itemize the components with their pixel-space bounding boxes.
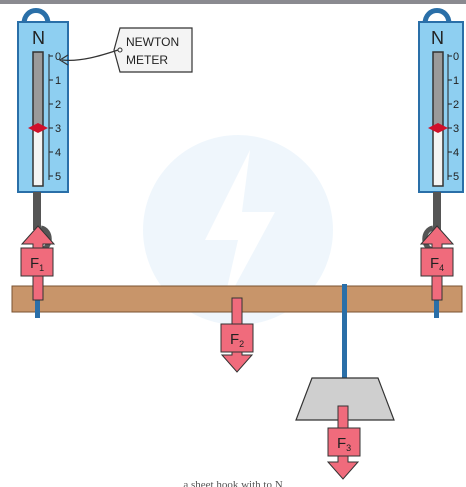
- f2-sub: 2: [239, 339, 244, 349]
- watermark-logo-icon: [143, 135, 333, 325]
- right-tick-label: 4: [453, 147, 459, 159]
- left-meter-pointer: [28, 123, 48, 133]
- f4-sub: 4: [439, 263, 444, 273]
- f3-sub: 3: [346, 443, 351, 453]
- callout-line-2: METER: [126, 53, 168, 67]
- right-tick-label: 3: [453, 123, 459, 135]
- bottom-caption-cropped: a sheet hook with to N: [183, 479, 283, 487]
- left-tick-label: 0: [55, 51, 61, 63]
- left-newton-meter: N 0 1 2 3 4 5: [17, 8, 69, 253]
- right-newton-meter: N 0 1 2 3 4 5: [418, 8, 464, 253]
- f1-label-box: [20, 247, 54, 277]
- callout-arrow: [61, 49, 119, 61]
- right-tick-label: 0: [453, 51, 459, 63]
- svg-text:F3: F3: [337, 435, 351, 453]
- svg-text:F4: F4: [430, 255, 444, 273]
- svg-text:F2: F2: [230, 331, 244, 349]
- left-meter-stem: [33, 192, 41, 230]
- right-meter-unit: N: [431, 28, 444, 48]
- force-arrow-f4: F4: [419, 225, 455, 301]
- right-meter-top-loop: [422, 8, 452, 25]
- left-meter-scale: 0 1 2 3 4 5: [48, 51, 61, 183]
- right-tick-label: 2: [453, 99, 459, 111]
- left-meter-unit: N: [32, 28, 45, 48]
- force-arrow-f3: F3: [326, 405, 361, 480]
- f4-label-box: [420, 247, 454, 277]
- top-border: [0, 0, 466, 4]
- callout-arrowhead: [58, 54, 69, 66]
- right-meter-pointer: [428, 123, 448, 133]
- force-arrow-f2: F2: [220, 297, 254, 373]
- left-tick-label: 3: [55, 123, 61, 135]
- f2-letter: F: [230, 331, 239, 348]
- f4-letter: F: [430, 255, 439, 272]
- right-meter-stem: [433, 192, 441, 230]
- f3-letter: F: [337, 435, 346, 452]
- hanging-weight: [295, 377, 395, 421]
- force-arrow-f1: F1: [20, 225, 56, 301]
- f1-letter: F: [30, 255, 39, 272]
- callout-box: [113, 27, 193, 73]
- right-tick-label: 5: [453, 171, 459, 183]
- f2-label-box: [220, 323, 254, 353]
- left-tick-label: 4: [55, 147, 61, 159]
- f1-sub: 1: [39, 263, 44, 273]
- f3-label-box: [327, 427, 361, 457]
- left-tick-label: 1: [55, 75, 61, 87]
- callout-dot: [117, 47, 123, 53]
- right-meter-tube: [432, 51, 444, 187]
- right-tick-label: 1: [453, 75, 459, 87]
- svg-text:F1: F1: [30, 255, 44, 273]
- left-meter-top-loop: [21, 8, 51, 25]
- right-meter-scale: 0 1 2 3 4 5: [447, 51, 459, 183]
- left-meter-tube: [32, 51, 44, 187]
- left-tick-label: 5: [55, 171, 61, 183]
- newton-meter-callout: NEWTON METER: [58, 27, 193, 73]
- weight-rod: [342, 284, 347, 380]
- left-tick-label: 2: [55, 99, 61, 111]
- callout-line-1: NEWTON: [126, 35, 179, 49]
